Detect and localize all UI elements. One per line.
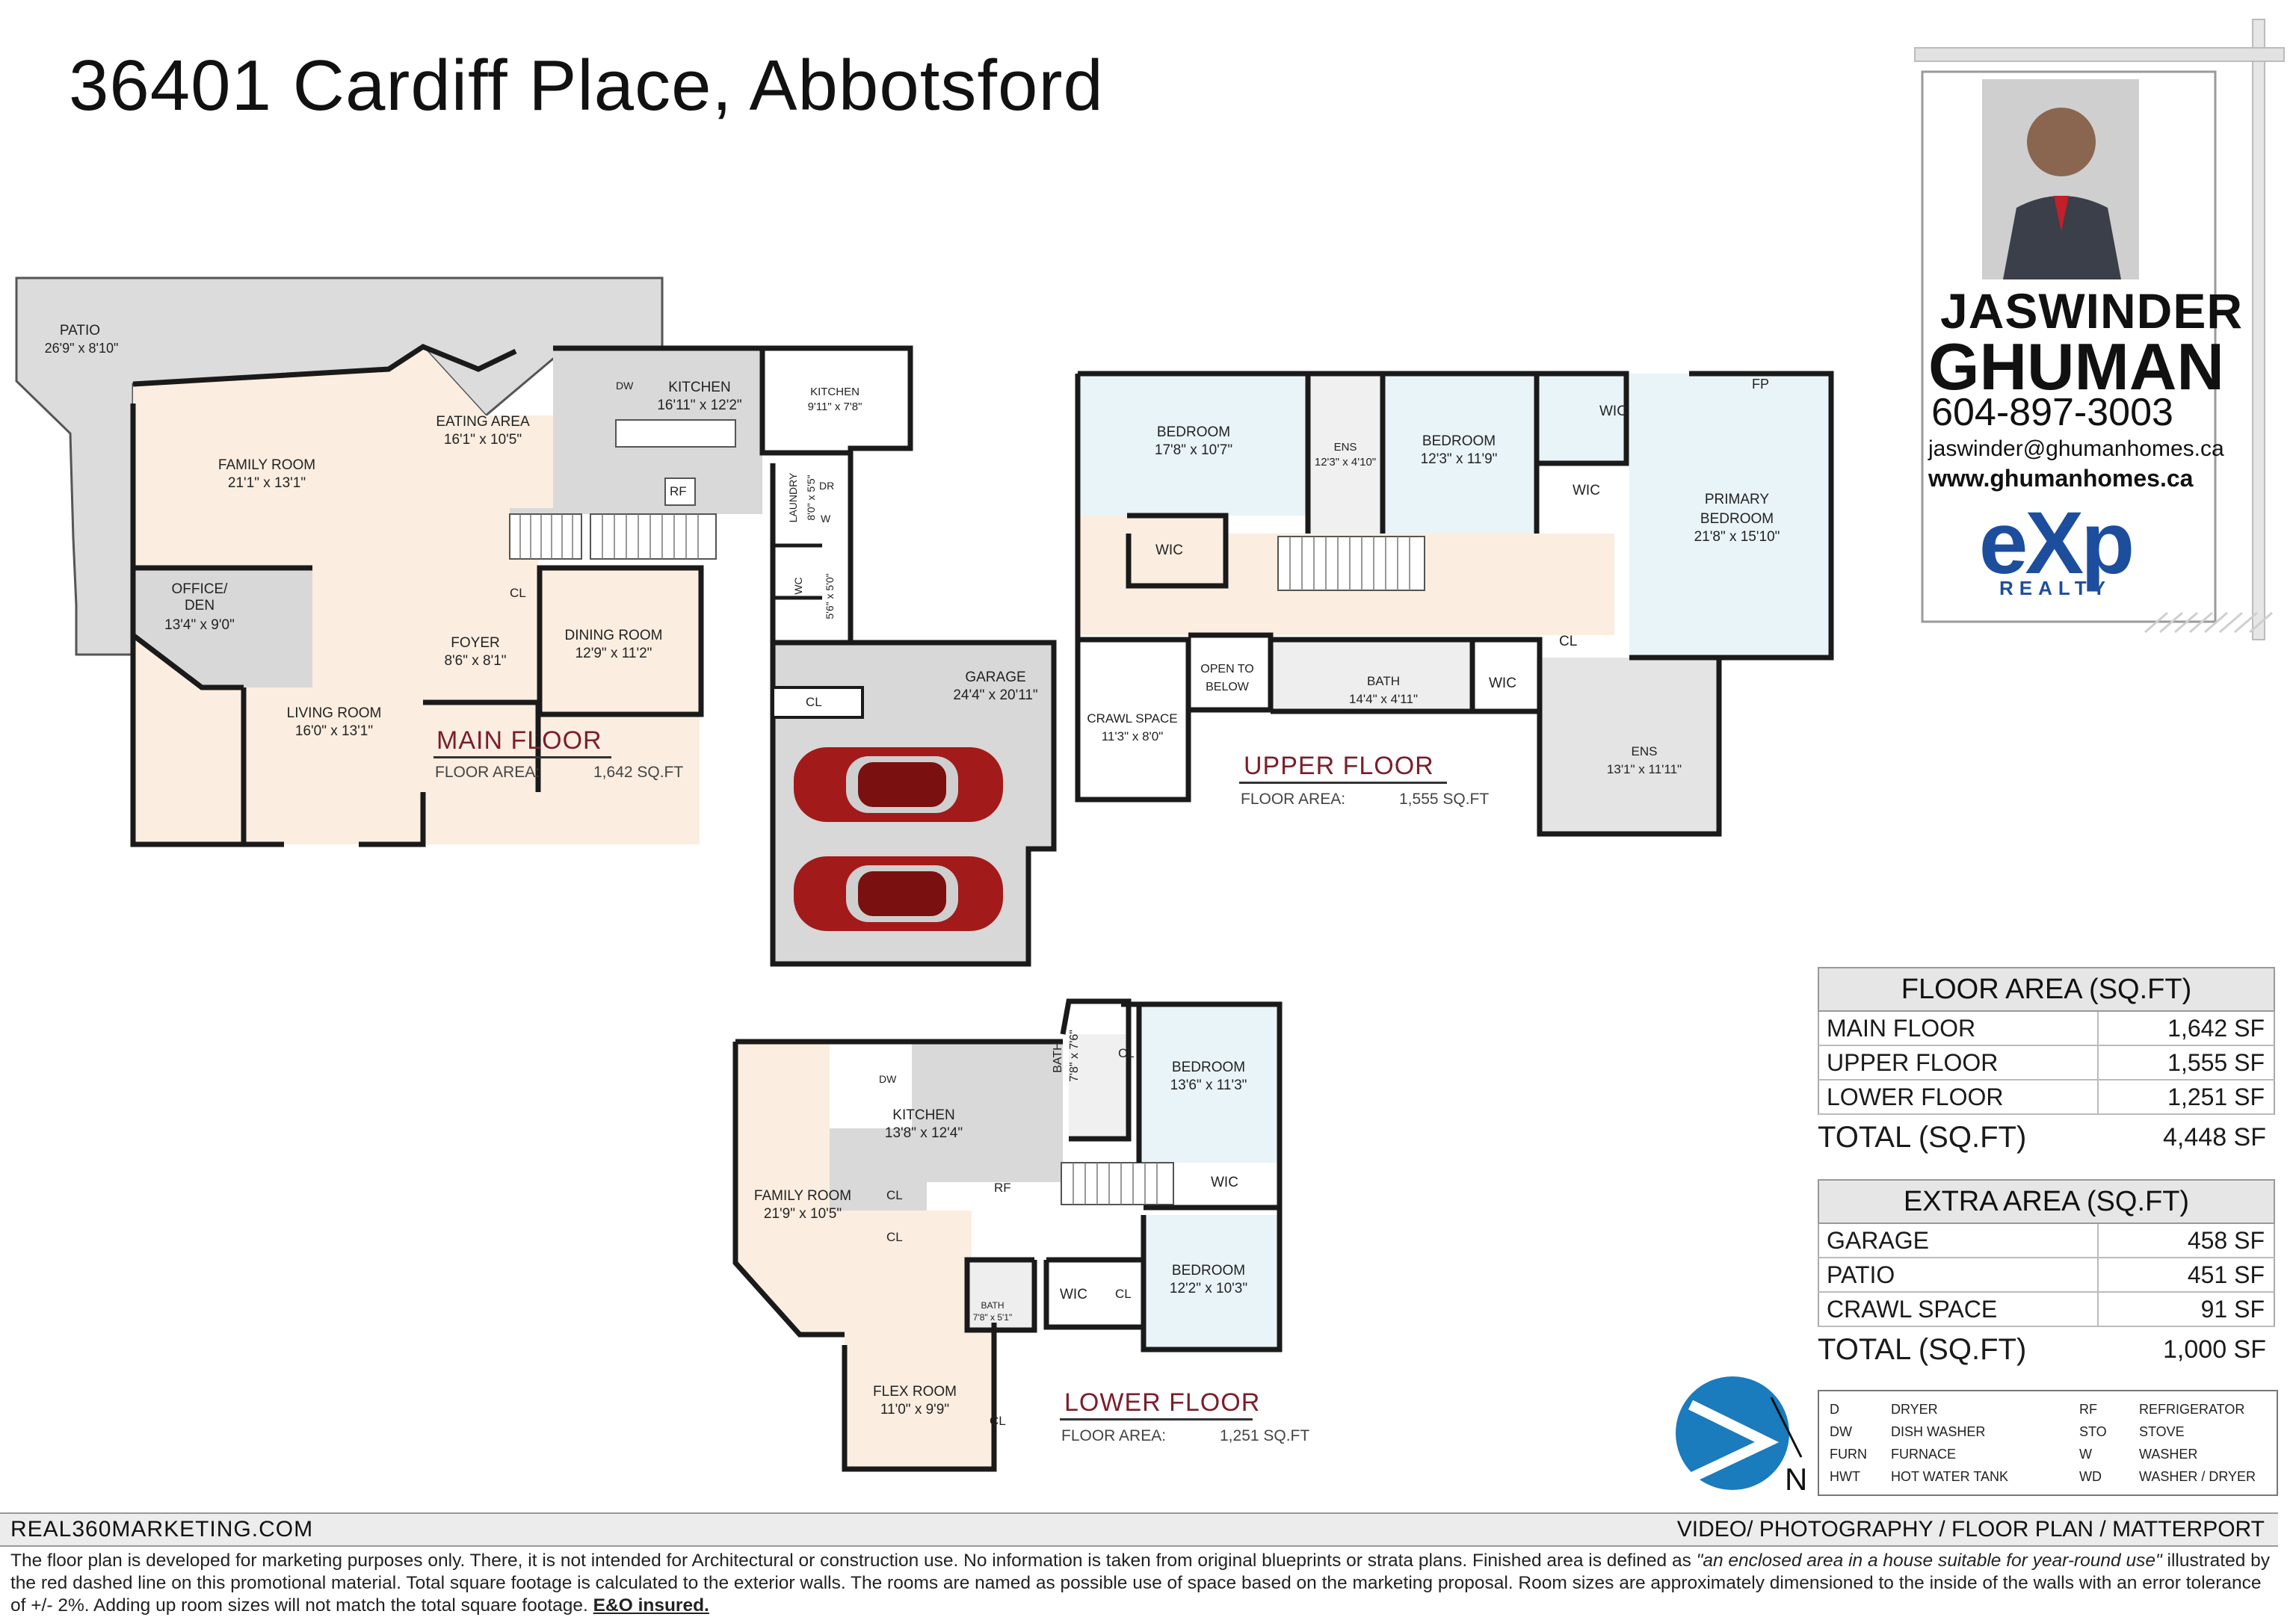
floor-area-label: FLOOR AREA: xyxy=(1061,1427,1167,1444)
footer-services: VIDEO/ PHOTOGRAPHY / FLOOR PLAN / MATTER… xyxy=(1676,1517,2265,1542)
table-header: EXTRA AREA (SQ.FT) xyxy=(1818,1179,2275,1224)
table-cell-value: 1,642 SF xyxy=(2167,1015,2265,1042)
legend-meaning: WASHER xyxy=(2139,1447,2198,1462)
table-cell-value: 451 SF xyxy=(2187,1261,2265,1288)
car-icon xyxy=(794,856,1003,931)
divider xyxy=(1239,782,1447,784)
abbreviation-legend: D DRYER DW DISH WASHER FURN FURNACE HWT … xyxy=(1818,1390,2278,1496)
table-cell-value: 91 SF xyxy=(2200,1296,2265,1323)
legend-meaning: FURNACE xyxy=(1891,1447,1957,1462)
table-row: CRAWL SPACE 91 SF xyxy=(1818,1293,2275,1327)
disclaimer-eo: E&O insured. xyxy=(593,1595,709,1616)
disclaimer-text: illustrated by the red dashed line on th… xyxy=(10,1551,2271,1616)
legend-meaning: HOT WATER TANK xyxy=(1891,1469,2009,1484)
table-cell-value: 1,251 SF xyxy=(2167,1083,2265,1110)
bedroom-area xyxy=(1383,374,1537,534)
legend-abbr: RF xyxy=(2079,1402,2097,1417)
legend-meaning: WASHER / DRYER xyxy=(2139,1469,2256,1484)
car-icon xyxy=(794,747,1003,822)
table-header: FLOOR AREA (SQ.FT) xyxy=(1818,967,2275,1012)
legend-meaning: DISH WASHER xyxy=(1891,1424,1986,1439)
floor-label-main: MAIN FLOOR xyxy=(436,726,602,755)
compass-label: N xyxy=(1785,1462,1808,1497)
upper-floor-plan xyxy=(1075,371,1834,837)
floor-area-value: 1,555 SQ.FT xyxy=(1399,791,1490,808)
total-label: TOTAL (SQ.FT) xyxy=(1818,1121,2027,1154)
table-row: LOWER FLOOR 1,251 SF xyxy=(1818,1081,2275,1115)
legend-abbr: HWT xyxy=(1830,1469,1860,1484)
compass-icon xyxy=(1676,1376,1803,1490)
legend-abbr: FURN xyxy=(1830,1447,1867,1462)
footer-website[interactable]: REAL360MARKETING.COM xyxy=(10,1517,314,1542)
floor-label-lower: LOWER FLOOR xyxy=(1064,1388,1261,1417)
table-cell-label: UPPER FLOOR xyxy=(1819,1046,2099,1079)
legend-meaning: STOVE xyxy=(2139,1424,2185,1439)
table-cell-value: 1,555 SF xyxy=(2167,1049,2265,1076)
table-cell-label: PATIO xyxy=(1819,1258,2099,1291)
brand-subtitle: REALTY xyxy=(1999,577,2112,599)
extra-area-table: EXTRA AREA (SQ.FT) GARAGE 458 SF PATIO 451… xyxy=(1818,1179,2275,1372)
disclaimer-quote: "an enclosed area in a house suitable fo… xyxy=(1696,1551,2162,1571)
disclaimer-text: The floor plan is developed for marketin… xyxy=(10,1551,1697,1571)
total-value: 1,000 SF xyxy=(2163,1335,2266,1364)
legend-abbr: W xyxy=(2079,1447,2092,1462)
table-cell-label: MAIN FLOOR xyxy=(1819,1012,2099,1045)
divider xyxy=(433,756,611,758)
legend-meaning: DRYER xyxy=(1891,1402,1938,1417)
agent-website[interactable]: www.ghumanhomes.ca xyxy=(1928,465,2194,492)
legend-meaning: REFRIGERATOR xyxy=(2139,1402,2245,1417)
floor-area-value: 1,251 SQ.FT xyxy=(1220,1427,1310,1444)
divider xyxy=(1060,1418,1253,1420)
table-cell-value: 458 SF xyxy=(2187,1227,2265,1254)
table-cell-label: LOWER FLOOR xyxy=(1819,1081,2099,1113)
table-row: UPPER FLOOR 1,555 SF xyxy=(1818,1046,2275,1081)
table-row: MAIN FLOOR 1,642 SF xyxy=(1818,1012,2275,1046)
kitchen-island xyxy=(615,419,736,448)
office-den-area xyxy=(133,568,312,687)
table-cell-label: GARAGE xyxy=(1819,1224,2099,1257)
bedroom-area xyxy=(1078,374,1308,516)
floor-area-label: FLOOR AREA: xyxy=(1241,791,1346,808)
table-total: TOTAL (SQ.FT) 4,448 SF xyxy=(1818,1115,2275,1160)
bedroom-area xyxy=(1139,1004,1278,1163)
legend-abbr: STO xyxy=(2079,1424,2107,1439)
lower-floor-plan xyxy=(732,998,1283,1472)
table-row: PATIO 451 SF xyxy=(1818,1258,2275,1293)
floor-area-table: FLOOR AREA (SQ.FT) MAIN FLOOR 1,642 SF UP… xyxy=(1818,967,2275,1160)
sign-post xyxy=(2252,19,2265,640)
legend-abbr: WD xyxy=(2079,1469,2102,1484)
agent-email[interactable]: jaswinder@ghumanhomes.ca xyxy=(1928,436,2224,461)
realtor-sign xyxy=(1914,19,2285,640)
floor-label-upper: UPPER FLOOR xyxy=(1244,752,1434,780)
legend-abbr: DW xyxy=(1830,1424,1852,1439)
footer-bar xyxy=(0,1512,2278,1547)
bedroom-area xyxy=(1144,1215,1278,1350)
disclaimer: The floor plan is developed for marketin… xyxy=(10,1550,2275,1617)
agent-last-name: GHUMAN xyxy=(1928,330,2224,404)
main-floor-plan xyxy=(15,276,1057,967)
brand-logo: eXp xyxy=(1978,494,2135,593)
total-label: TOTAL (SQ.FT) xyxy=(1818,1333,2027,1366)
primary-bedroom-area xyxy=(1537,374,1831,658)
floor-area-value: 1,642 SQ.FT xyxy=(593,764,684,781)
legend-abbr: D xyxy=(1830,1402,1839,1417)
floor-area-label: FLOOR AREA: xyxy=(435,764,540,781)
page-title: 36401 Cardiff Place, Abbotsford xyxy=(69,46,1104,126)
table-cell-label: CRAWL SPACE xyxy=(1819,1293,2099,1326)
table-total: TOTAL (SQ.FT) 1,000 SF xyxy=(1818,1327,2275,1372)
agent-phone[interactable]: 604-897-3003 xyxy=(1931,391,2173,434)
total-value: 4,448 SF xyxy=(2163,1123,2266,1151)
table-row: GARAGE 458 SF xyxy=(1818,1224,2275,1258)
